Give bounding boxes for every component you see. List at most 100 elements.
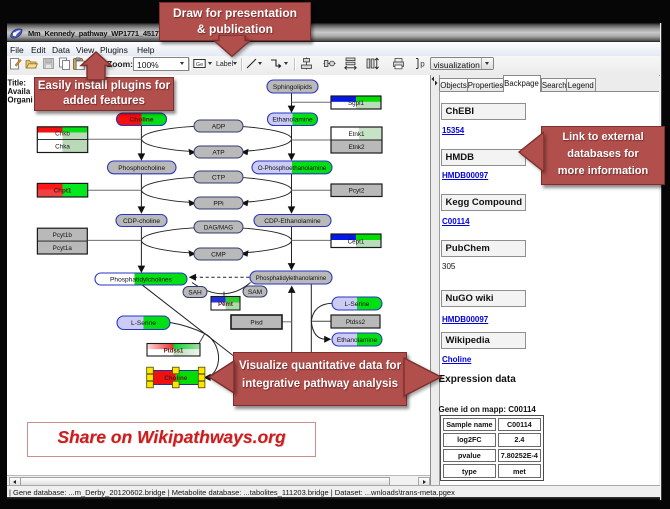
label-tool[interactable]: Label	[216, 60, 234, 68]
node-ptdss1[interactable]: Ptdss1	[146, 342, 201, 357]
visualization-dropdown-icon[interactable]	[481, 58, 493, 69]
svg-text:ADP: ADP	[212, 123, 226, 130]
svg-text:Phosphocholine: Phosphocholine	[118, 165, 165, 172]
tab-properties[interactable]: Properties	[466, 77, 505, 91]
node-atp[interactable]: ATP	[193, 145, 244, 159]
zoom-label: Zoom:	[107, 59, 133, 69]
copy-icon[interactable]	[58, 57, 71, 70]
node-chkb-chka[interactable]: Chkb Chka	[36, 126, 89, 154]
tab-backpage[interactable]: Backpage	[502, 74, 541, 92]
new-pathway-icon[interactable]	[9, 57, 22, 70]
connector-dropdown-icon[interactable]	[284, 62, 288, 65]
svg-text:CTP: CTP	[212, 174, 226, 181]
node-choline[interactable]: Choline	[115, 112, 168, 127]
node-pcyt1b-pcyt1a[interactable]: Pcyt1b Pcyt1a	[36, 227, 88, 255]
datanode-dropdown-icon[interactable]	[208, 62, 212, 65]
visualization-combobox[interactable]: visualization	[429, 57, 494, 70]
menu-data[interactable]: Data	[52, 45, 70, 55]
toolbar-separator	[189, 58, 191, 71]
tab-objects[interactable]: Objects	[438, 77, 469, 91]
nugo-link[interactable]: HMDB00097	[442, 314, 489, 324]
svg-text:Ethanolamine: Ethanolamine	[337, 337, 378, 344]
window-title: Mm_Kennedy_pathway_WP1771_45176.gpml	[28, 28, 182, 38]
distribute-vertical-icon[interactable]	[366, 57, 379, 70]
datanode-tool-icon[interactable]: Ge	[193, 57, 206, 70]
menu-help[interactable]: Help	[137, 45, 155, 55]
node-ptdss2[interactable]: Ptdss2	[330, 314, 381, 329]
svg-text:CDP-choline: CDP-choline	[123, 218, 160, 225]
menu-edit[interactable]: Edit	[31, 45, 46, 55]
label-dropdown-icon[interactable]	[233, 62, 237, 65]
node-adp[interactable]: ADP	[193, 119, 244, 133]
tab-legend[interactable]: Legend	[566, 77, 596, 91]
save-icon[interactable]	[42, 57, 55, 70]
open-icon[interactable]	[25, 57, 38, 70]
svg-text:L-Serine: L-Serine	[345, 301, 370, 308]
node-sgpl1[interactable]: Sgpl1	[330, 95, 382, 110]
expression-table: Sample name C00114 log2FC 2.4 pvalue 7.8…	[439, 414, 544, 481]
node-cdp-ethanolamine[interactable]: CDP-Ethanolamine	[253, 213, 332, 228]
node-ethanolamine-bottom[interactable]: Ethanolamine	[331, 332, 383, 347]
kegg-link[interactable]: C00114	[442, 217, 470, 226]
node-ethanolamine[interactable]: Ethanolamine	[266, 112, 319, 127]
node-l-serine-right[interactable]: L-Serine	[331, 296, 383, 311]
distribute-horizontal-icon[interactable]	[344, 57, 357, 70]
node-o-phosphoethanolamine[interactable]: O-Phosphoethanolamine	[251, 160, 333, 175]
node-chpt1[interactable]: Chpt1	[36, 182, 89, 198]
splitter-arrows-icon[interactable]	[431, 76, 438, 86]
line-tool-icon[interactable]	[245, 57, 258, 70]
export-icon[interactable]: p	[414, 57, 427, 70]
visualization-value: visualization	[433, 59, 480, 70]
svg-text:Ethanolamine: Ethanolamine	[272, 117, 313, 124]
node-cmp[interactable]: CMP	[193, 247, 244, 261]
section-chebi: ChEBI	[440, 103, 526, 120]
oval-arrowheads	[188, 148, 249, 257]
zoom-combobox[interactable]: 100%	[133, 57, 189, 71]
status-bar: | Gene database: ...m_Derby_20120602.bri…	[7, 484, 660, 498]
menu-view[interactable]: View	[76, 45, 95, 55]
node-dagmag[interactable]: DAG/MAG	[193, 220, 244, 234]
visualize-callout-arrow-left	[207, 360, 235, 394]
menu-plugins[interactable]: Plugins	[100, 45, 128, 55]
node-sah[interactable]: SAH	[182, 286, 208, 298]
node-pcyt2[interactable]: Pcyt2	[330, 183, 383, 198]
toolbar-separator	[241, 58, 243, 71]
connector-tool-icon[interactable]	[269, 57, 282, 70]
node-phosphatidylethanolamine[interactable]: Phosphatidylethanolamine	[249, 270, 333, 285]
splitter[interactable]	[429, 74, 440, 485]
tab-search[interactable]: Search	[540, 77, 568, 91]
node-cdp-choline[interactable]: CDP-choline	[115, 213, 168, 228]
callout-visualize: Visualize quantitative data for integrat…	[233, 352, 407, 406]
serine-exchange-right	[310, 302, 333, 340]
svg-text:CDP-Ethanolamine: CDP-Ethanolamine	[264, 218, 321, 225]
wikipedia-link[interactable]: Choline	[442, 354, 472, 364]
gene-nodes: Chkb Chka Chpt1 Pcyt1b Pcyt1a	[36, 95, 383, 357]
node-etnk1-etnk2[interactable]: Etnk1 Etnk2	[330, 126, 383, 154]
node-sphingolipids[interactable]: Sphingolipids	[266, 79, 319, 94]
zoom-dropdown-icon[interactable]	[177, 58, 188, 70]
selection-handles[interactable]	[146, 366, 206, 389]
node-phosphatidylcholines[interactable]: Phosphatidylcholines	[94, 272, 188, 286]
svg-text:ATP: ATP	[212, 149, 225, 156]
svg-text:Chpt1: Chpt1	[54, 188, 72, 195]
node-pemt[interactable]: Pemt	[210, 295, 241, 311]
menu-file[interactable]: File	[10, 45, 24, 55]
node-ctp[interactable]: CTP	[193, 170, 244, 184]
node-sam[interactable]: SAM	[242, 285, 268, 298]
align-horizontal-center-icon[interactable]	[323, 57, 336, 70]
align-vertical-center-icon[interactable]	[300, 57, 313, 70]
cell-type-value: met	[498, 464, 541, 478]
hmdb-link[interactable]: HMDB00097	[442, 171, 489, 180]
section-pubchem: PubChem	[440, 239, 526, 257]
printer-icon[interactable]	[392, 57, 405, 70]
node-l-serine-left[interactable]: L-Serine	[116, 315, 171, 331]
line-dropdown-icon[interactable]	[258, 62, 262, 65]
node-pisd[interactable]: Pisd	[230, 314, 283, 330]
node-cept1[interactable]: Cept1	[330, 233, 382, 249]
chebi-link[interactable]: 15354	[442, 125, 465, 135]
cell-pvalue: pvalue	[442, 448, 497, 463]
node-ppi[interactable]: PPi	[193, 196, 244, 210]
node-phosphocholine[interactable]: Phosphocholine	[106, 160, 177, 175]
plugins-callout-arrow	[79, 51, 113, 80]
svg-text:Phosphatidylethanolamine: Phosphatidylethanolamine	[256, 276, 327, 282]
